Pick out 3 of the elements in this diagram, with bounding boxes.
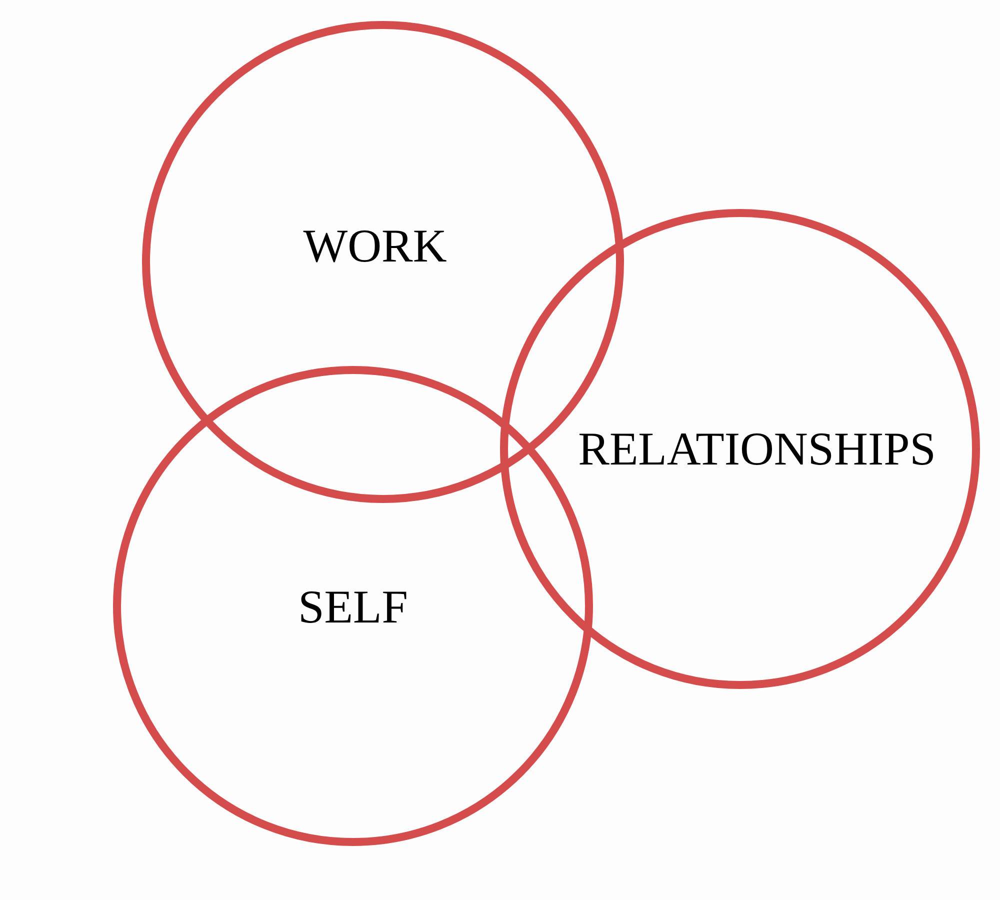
circle-label: RELATIONSHIPS [578, 426, 936, 474]
circle-label: SELF [298, 584, 408, 632]
circle-label: WORK [303, 224, 447, 270]
